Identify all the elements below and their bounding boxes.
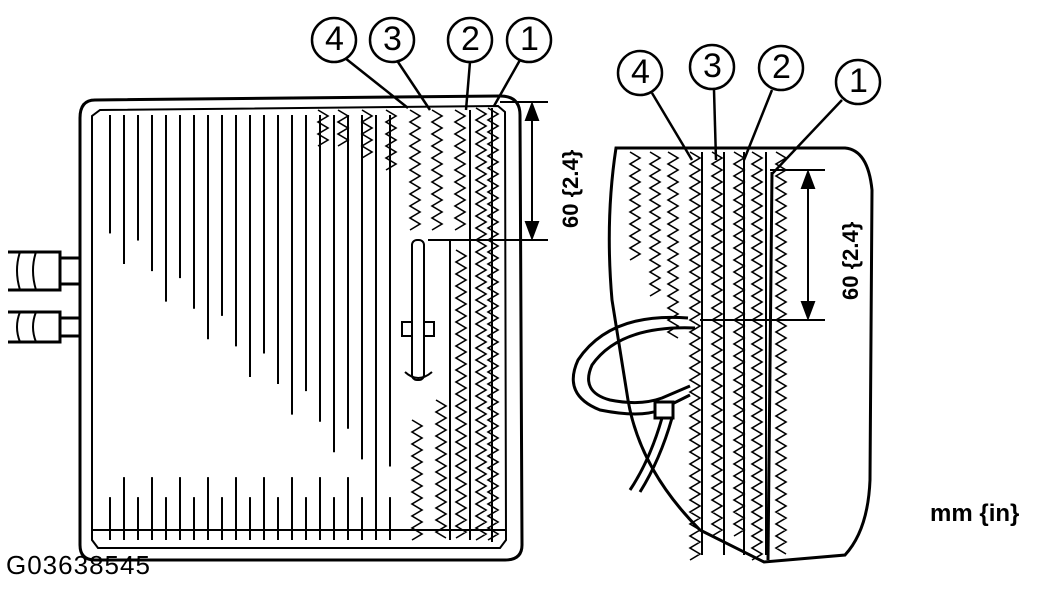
upper-pipe bbox=[8, 250, 62, 292]
right-callout-circles bbox=[616, 43, 882, 175]
right-dimension-label: 60 {2.4} bbox=[838, 221, 863, 300]
right-dimension-lines bbox=[700, 169, 825, 321]
left-callout-1: 1 bbox=[520, 20, 539, 58]
right-callout-3: 3 bbox=[703, 47, 722, 85]
left-dimension-lines bbox=[428, 101, 548, 241]
left-callout-2: 2 bbox=[461, 20, 480, 58]
right-callout-4: 4 bbox=[631, 53, 650, 91]
right-callout-1: 1 bbox=[849, 62, 868, 100]
lower-pipe bbox=[8, 310, 62, 344]
left-core-tube-columns bbox=[316, 107, 500, 542]
right-section-tube-columns bbox=[628, 151, 788, 561]
figure-code: G03638545 bbox=[6, 550, 151, 580]
left-callout-circles bbox=[310, 16, 553, 111]
left-callout-3: 3 bbox=[383, 20, 402, 58]
right-section-outline bbox=[607, 146, 874, 564]
left-callout-4: 4 bbox=[325, 20, 344, 58]
left-sensor-bracket bbox=[401, 239, 435, 381]
left-evaporator-core bbox=[78, 94, 524, 562]
left-dimension-label: 60 {2.4} bbox=[558, 149, 583, 228]
left-core-fin-lines bbox=[109, 115, 391, 540]
right-callout-2: 2 bbox=[772, 48, 791, 86]
left-core-outer-frame bbox=[78, 94, 524, 562]
left-core-inner-frame bbox=[91, 104, 508, 549]
units-label: mm {in} bbox=[930, 500, 1020, 527]
capillary-tube bbox=[571, 315, 696, 493]
right-section-view bbox=[607, 146, 874, 564]
refrigerant-pipes bbox=[8, 250, 80, 344]
